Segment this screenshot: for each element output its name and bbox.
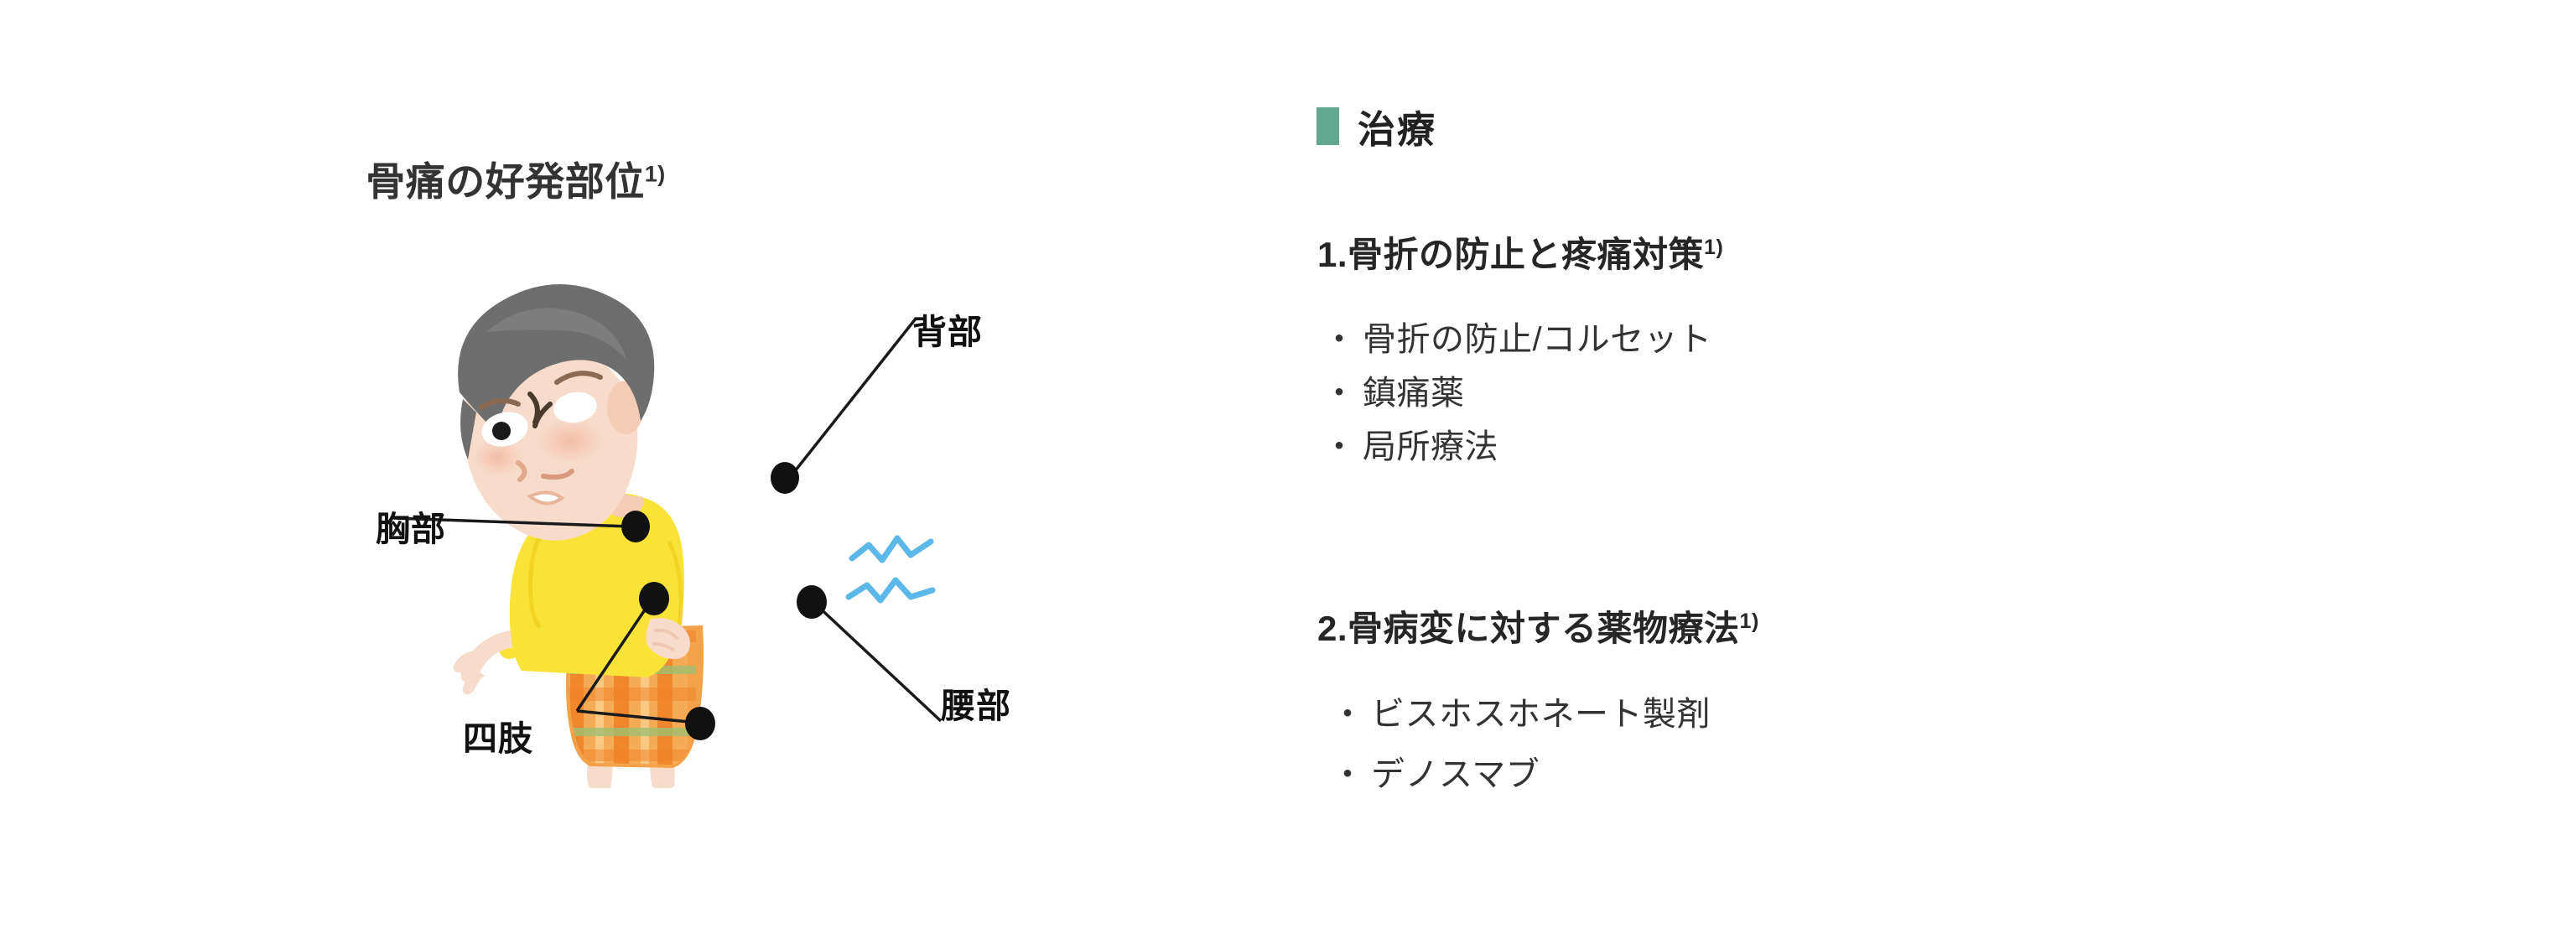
treatment-list-2: ・ ビスホスホネート製剤 ・ デノスマブ — [1331, 698, 1711, 818]
diagram-label-limbs: 四肢 — [463, 719, 533, 758]
list-item-label: デノスマブ — [1371, 756, 1540, 793]
marker-dot-lower-back — [797, 585, 827, 619]
treatment-section-header: 治療 — [1317, 99, 1436, 153]
figure-title-text: 骨痛の好発部位 — [366, 159, 645, 204]
figure-title-superscript: 1) — [644, 161, 666, 187]
treatment-heading-2-superscript: 1) — [1739, 610, 1759, 633]
treatment-heading-1-text: 骨折の防止と疼痛対策 — [1348, 235, 1705, 274]
bone-pain-illustration — [319, 252, 1057, 788]
leader-line-limbs-leg — [576, 709, 699, 724]
treatment-panel: 治療 1.骨折の防止と疼痛対策1) ・ 骨折の防止/コルセット ・ 鎮痛薬 ・ … — [1312, 0, 2537, 939]
list-item: ・ デノスマブ — [1331, 758, 1711, 818]
illustration-right-hand — [646, 618, 690, 659]
marker-dot-limbs-arm — [639, 582, 669, 615]
diagram-label-chest: 胸部 — [376, 510, 446, 548]
treatment-header-title: 治療 — [1358, 108, 1437, 151]
list-item: ・ 鎮痛薬 — [1322, 376, 1712, 430]
list-item-label: 骨折の防止/コルセット — [1363, 321, 1712, 358]
bullet-glyph-icon: ・ — [1322, 321, 1357, 358]
treatment-heading-1-superscript: 1) — [1704, 236, 1724, 259]
leader-line-limbs-arm — [575, 598, 654, 712]
list-item-label: 局所療法 — [1363, 428, 1498, 465]
pain-mark-icon — [845, 535, 936, 604]
diagram-label-lower-back: 腰部 — [941, 687, 1011, 725]
marker-dot-limbs-leg — [685, 707, 715, 740]
bullet-glyph-icon: ・ — [1331, 756, 1365, 793]
treatment-heading-1: 1.骨折の防止と疼痛対策1) — [1317, 226, 1723, 278]
diagram-label-back: 背部 — [912, 313, 983, 351]
figure-panel: 骨痛の好発部位1) — [0, 0, 1241, 939]
leader-line-lower-back — [813, 602, 943, 723]
bullet-glyph-icon: ・ — [1331, 696, 1365, 733]
list-item-label: ビスホスホネート製剤 — [1371, 696, 1711, 733]
leader-line-chest — [393, 516, 631, 528]
treatment-heading-2-text: 骨病変に対する薬物療法 — [1348, 609, 1740, 648]
list-item: ・ ビスホスホネート製剤 — [1331, 698, 1711, 758]
treatment-heading-1-number: 1. — [1317, 235, 1348, 274]
treatment-heading-2-number: 2. — [1317, 609, 1348, 648]
list-item-label: 鎮痛薬 — [1363, 375, 1465, 412]
marker-dot-back — [771, 462, 799, 494]
green-square-icon — [1317, 107, 1339, 145]
marker-dot-chest — [621, 511, 650, 542]
leader-lines — [393, 317, 943, 724]
bullet-glyph-icon: ・ — [1322, 375, 1357, 412]
treatment-heading-2: 2.骨病変に対する薬物療法1) — [1317, 600, 1759, 651]
leader-line-back — [787, 317, 917, 481]
treatment-list-1: ・ 骨折の防止/コルセット ・ 鎮痛薬 ・ 局所療法 — [1322, 323, 1712, 484]
marker-dots — [621, 462, 827, 740]
list-item: ・ 骨折の防止/コルセット — [1322, 323, 1712, 376]
illustration-head — [458, 283, 655, 541]
figure-title: 骨痛の好発部位1) — [0, 149, 1031, 207]
list-item: ・ 局所療法 — [1322, 430, 1712, 484]
bullet-glyph-icon: ・ — [1322, 428, 1357, 465]
